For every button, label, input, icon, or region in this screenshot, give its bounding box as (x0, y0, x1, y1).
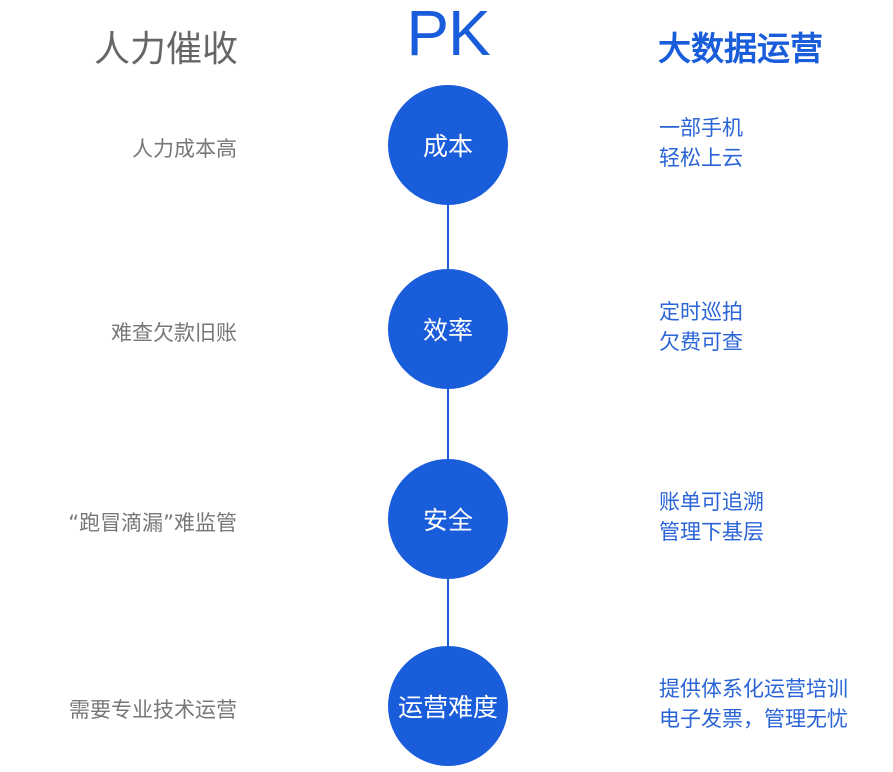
right-line-2: 轻松上云 (659, 146, 743, 170)
category-label: 运营难度 (397, 693, 498, 722)
comparison-row-efficiency: 难查欠款旧账 效率 定时巡拍 欠费可查 (0, 269, 893, 389)
header-left-title: 人力催收 (94, 29, 239, 70)
header-pk-title: PK (406, 0, 490, 69)
comparison-row-operation-difficulty: 需要专业技术运营 运营难度 提供体系化运营培训 电子发票，管理无忧 (0, 646, 893, 766)
right-line-1: 一部手机 (659, 116, 743, 140)
timeline-connector-line (447, 150, 449, 710)
right-line-1: 定时巡拍 (659, 300, 743, 324)
category-circle-security: 安全 (388, 459, 508, 579)
right-point-text: 一部手机 轻松上云 (659, 113, 743, 173)
left-point-text: 需要专业技术运营 (69, 698, 237, 722)
category-circle-operation-difficulty: 运营难度 (388, 646, 508, 766)
left-point-text: “跑冒滴漏”难监管 (68, 511, 237, 535)
right-line-1: 提供体系化运营培训 (659, 677, 848, 701)
comparison-row-security: “跑冒滴漏”难监管 安全 账单可追溯 管理下基层 (0, 459, 893, 579)
right-point-text: 账单可追溯 管理下基层 (659, 487, 764, 547)
left-point-text: 难查欠款旧账 (111, 321, 237, 345)
right-line-2: 管理下基层 (659, 520, 764, 544)
right-point-text: 提供体系化运营培训 电子发票，管理无忧 (659, 674, 848, 734)
right-line-2: 电子发票，管理无忧 (659, 707, 848, 731)
header-right-title: 大数据运营 (658, 29, 823, 68)
right-point-text: 定时巡拍 欠费可查 (659, 297, 743, 357)
category-label: 成本 (422, 132, 473, 161)
left-point-text: 人力成本高 (132, 137, 237, 161)
right-line-2: 欠费可查 (659, 330, 743, 354)
category-circle-cost: 成本 (388, 85, 508, 205)
comparison-row-cost: 人力成本高 成本 一部手机 轻松上云 (0, 85, 893, 205)
category-circle-efficiency: 效率 (388, 269, 508, 389)
category-label: 安全 (422, 506, 473, 535)
right-line-1: 账单可追溯 (659, 490, 764, 514)
category-label: 效率 (422, 316, 473, 345)
